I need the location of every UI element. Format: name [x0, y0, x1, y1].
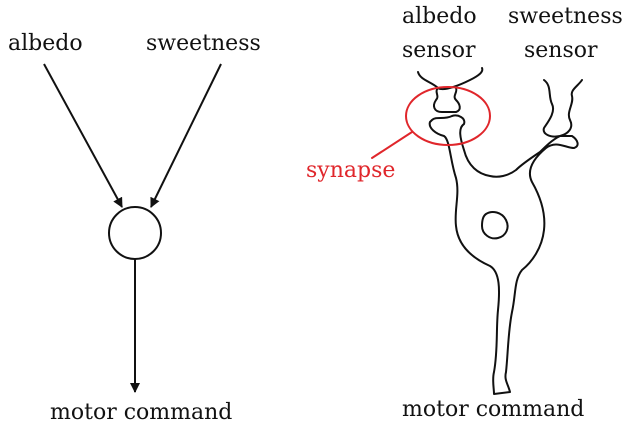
- synapse-pointer-line: [371, 131, 413, 159]
- label-sweetness-sensor-line1: sweetness: [508, 4, 623, 29]
- neuron-nucleus: [481, 211, 509, 240]
- synapse-highlight-ellipse: [405, 86, 491, 146]
- neuron-body-outline: [428, 114, 579, 395]
- label-synapse: synapse: [306, 158, 396, 183]
- label-sweetness: sweetness: [146, 31, 261, 56]
- albedo-sensor-axon: [417, 67, 484, 90]
- sweetness-sensor-axon: [542, 79, 583, 138]
- left-schematic: [43, 63, 222, 393]
- label-sweetness-sensor-line2: sensor: [524, 38, 598, 63]
- label-albedo-sensor-line2: sensor: [402, 38, 476, 63]
- albedo-sensor-terminal: [433, 87, 461, 113]
- label-motor-command-left: motor command: [50, 400, 233, 425]
- neuron-node: [108, 206, 162, 260]
- albedo-input-arrow: [43, 63, 123, 208]
- sweetness-input-arrow: [150, 63, 222, 208]
- label-albedo-sensor-line1: albedo: [402, 4, 477, 29]
- label-motor-command-right: motor command: [402, 397, 585, 422]
- label-albedo: albedo: [8, 31, 83, 56]
- neuron-illustration: [371, 67, 583, 395]
